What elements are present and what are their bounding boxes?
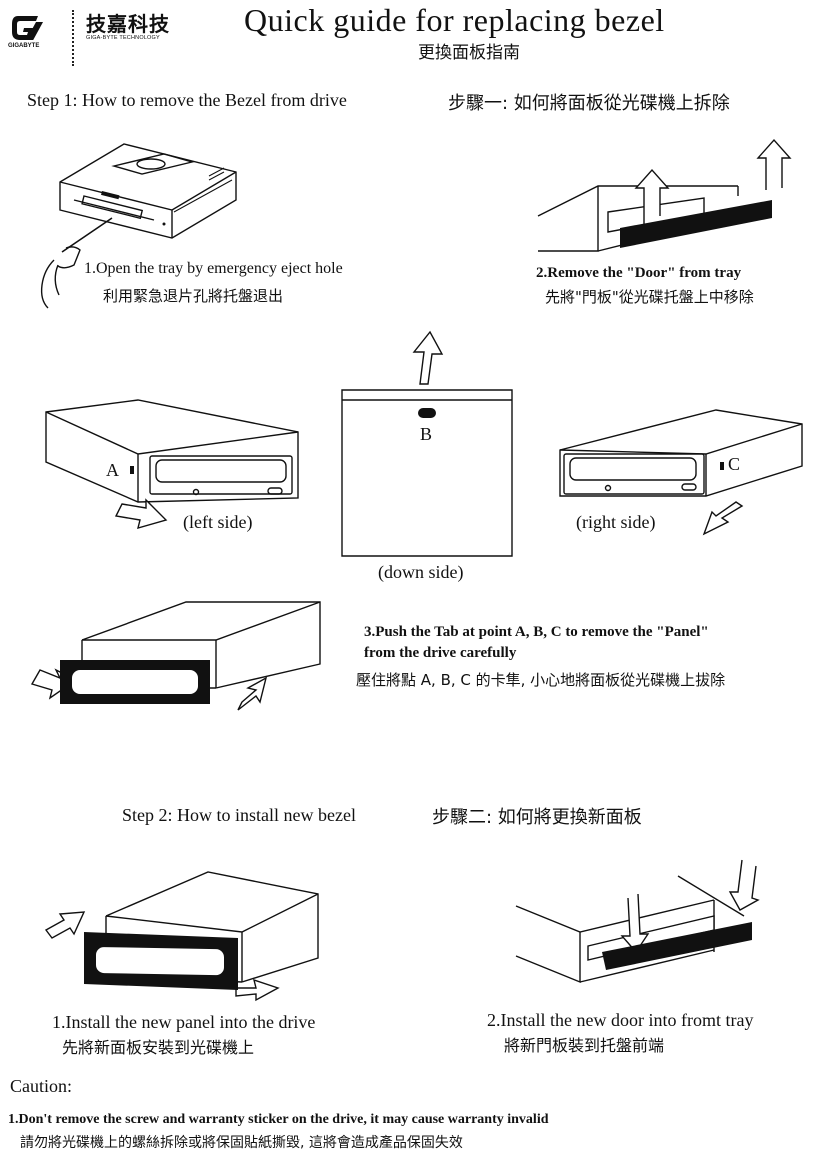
point-b-label: B — [420, 424, 433, 444]
point-a-label: A — [106, 460, 119, 480]
step2-instr2: 2.Install the new door into fromt tray — [487, 1010, 754, 1030]
down-side-panel-illustration — [340, 388, 514, 558]
gigabyte-logo: GIGABYTE — [8, 8, 54, 52]
step1-instr2: 2.Remove the "Door" from tray — [536, 265, 742, 281]
step1-instr2-chinese: 先將"門板"從光碟托盤上中移除 — [545, 288, 754, 306]
right-side-caption: (right side) — [576, 512, 656, 532]
logo-divider — [72, 10, 74, 66]
caution-item1: 1.Don't remove the screw and warranty st… — [8, 1112, 549, 1127]
step1-instr1-chinese: 利用緊急退片孔將托盤退出 — [103, 287, 284, 305]
step2-instr2-chinese: 將新門板裝到托盤前端 — [504, 1036, 665, 1055]
page-subtitle-chinese: 更換面板指南 — [418, 43, 520, 63]
left-side-caption: (left side) — [183, 512, 253, 532]
caution-item1-chinese: 請勿將光碟機上的螺絲拆除或將保固貼紙撕毀, 這將會造成產品保固失效 — [20, 1135, 463, 1151]
right-side-drive-illustration — [556, 400, 826, 550]
up-arrow-icon — [410, 330, 446, 386]
step2-heading-chinese: 步驟二: 如何將更換新面板 — [432, 807, 642, 828]
remove-door-illustration — [528, 136, 818, 266]
remove-panel-illustration — [10, 598, 340, 743]
step1-heading-chinese: 步驟一: 如何將面板從光碟機上拆除 — [448, 93, 730, 114]
caution-heading: Caution: — [10, 1076, 72, 1096]
step1-instr3-chinese: 壓住將點 A, B, C 的卡隼, 小心地將面板從光碟機上拔除 — [356, 671, 726, 689]
install-door-illustration — [514, 856, 794, 996]
step2-heading: Step 2: How to install new bezel — [122, 805, 356, 825]
eject-tray-illustration — [14, 130, 244, 315]
left-side-drive-illustration — [40, 398, 310, 548]
page-title: Quick guide for replacing bezel — [244, 2, 665, 38]
step2-instr1: 1.Install the new panel into the drive — [52, 1012, 316, 1032]
logo-english-name: GIGA-BYTE TECHNOLOGY — [86, 35, 160, 41]
step1-instr1: 1.Open the tray by emergency eject hole — [84, 260, 343, 277]
logo-brand-text: GIGABYTE — [8, 43, 40, 49]
step1-instr3-line1: 3.Push the Tab at point A, B, C to remov… — [364, 624, 709, 640]
point-c-label: C — [728, 454, 741, 474]
step1-instr3-line2: from the drive carefully — [364, 645, 517, 661]
logo-chinese-name: 技嘉科技 — [86, 12, 170, 36]
step1-heading: Step 1: How to remove the Bezel from dri… — [27, 90, 347, 110]
down-side-caption: (down side) — [378, 562, 464, 582]
install-panel-illustration — [40, 858, 340, 1008]
step2-instr1-chinese: 先將新面板安裝到光碟機上 — [62, 1038, 255, 1057]
